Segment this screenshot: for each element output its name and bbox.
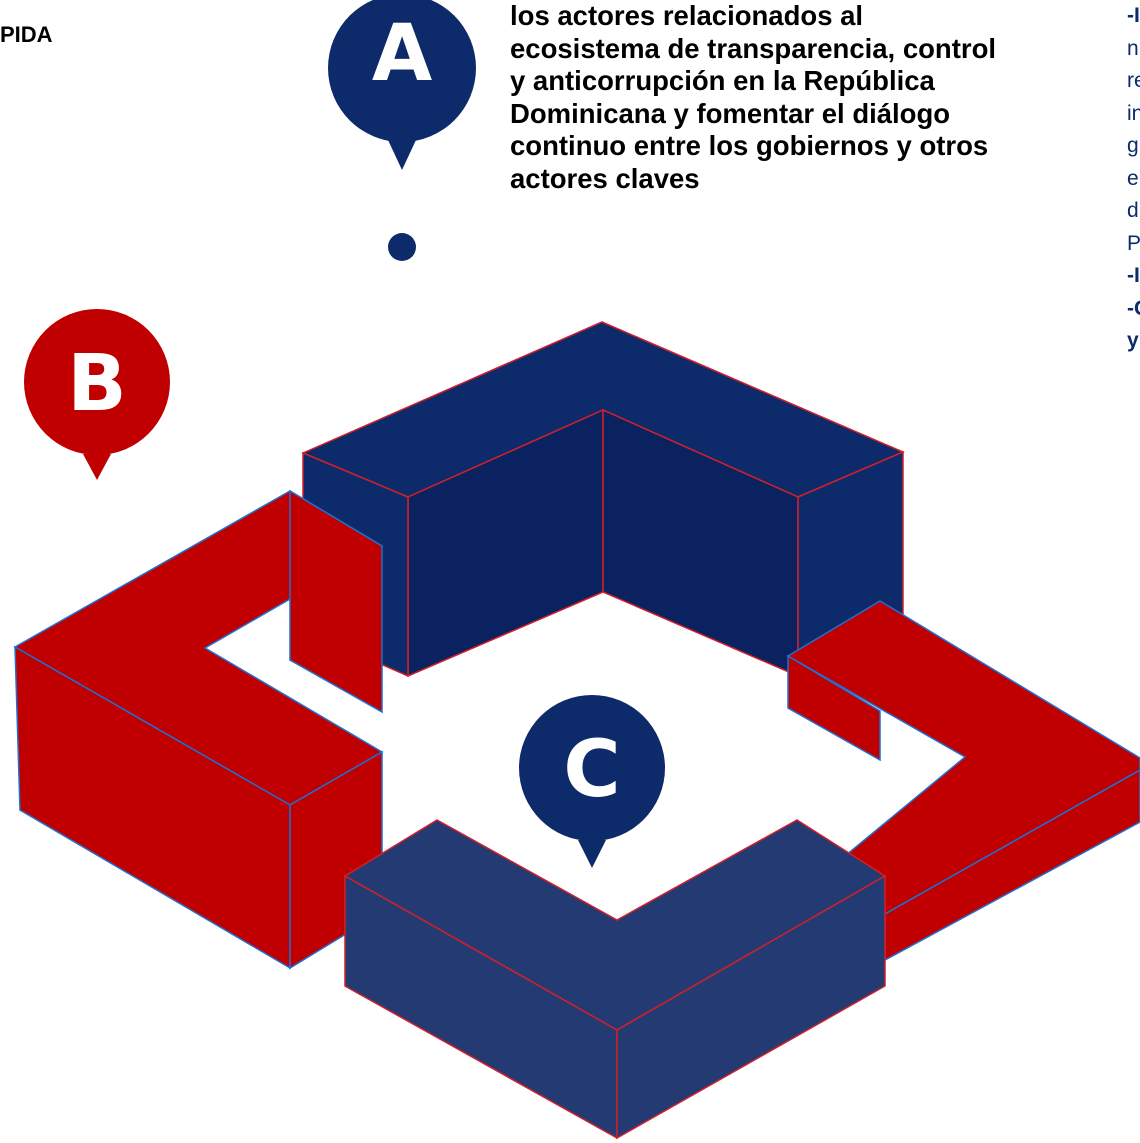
marker-c-circle <box>519 695 665 841</box>
marker-c-pointer <box>578 840 606 868</box>
marker-a-letter: A <box>372 9 432 99</box>
marker-a-pointer <box>388 140 416 170</box>
objective-text: los actores relacionados al ecosistema d… <box>510 0 1030 195</box>
right-text-line: -I <box>1127 264 1140 287</box>
marker-a-circle <box>328 0 476 142</box>
bottom-navy-block <box>343 819 887 1140</box>
right-text-line: re <box>1127 69 1140 92</box>
right-red-block <box>786 600 1140 962</box>
right-text-line: y <box>1127 329 1139 352</box>
right-text-line: d <box>1127 199 1139 222</box>
right-block-end-face <box>787 654 881 762</box>
bottom-block-front-right <box>616 874 886 1140</box>
right-text-line: e <box>1127 166 1139 190</box>
objective-line: Dominicana y fomentar el diálogo <box>510 97 951 129</box>
marker-a-dot <box>388 233 416 261</box>
marker-a-pin: A <box>328 0 476 261</box>
left-block-back-face <box>289 489 383 714</box>
marker-b-circle <box>24 309 170 455</box>
objective-line: continuo entre los gobiernos y otros <box>510 130 989 161</box>
marker-c-pin: C <box>519 695 665 868</box>
left-cut-label: PIDA <box>0 22 53 47</box>
right-cut-text: -I n re in g e d P -I -C y <box>1127 0 1140 358</box>
right-text-line: -I <box>1127 4 1140 27</box>
right-text-line: g <box>1127 134 1139 157</box>
objective-line: y anticorrupción en la República <box>510 65 935 96</box>
right-text-line: n <box>1127 36 1139 60</box>
left-red-block <box>13 489 384 970</box>
objective-line: ecosistema de transparencia, control <box>510 32 997 64</box>
marker-b-pointer <box>83 454 111 480</box>
marker-b-letter: B <box>67 339 126 429</box>
objective-line: actores claves <box>510 162 700 194</box>
marker-b-pin: B <box>24 309 170 480</box>
right-text-line: -C <box>1127 296 1140 320</box>
top-navy-block <box>301 321 905 678</box>
marker-c-letter: C <box>563 725 620 815</box>
objective-line: los actores relacionados al <box>510 0 864 31</box>
right-text-line: in <box>1127 101 1140 125</box>
right-text-line: P <box>1127 231 1140 255</box>
